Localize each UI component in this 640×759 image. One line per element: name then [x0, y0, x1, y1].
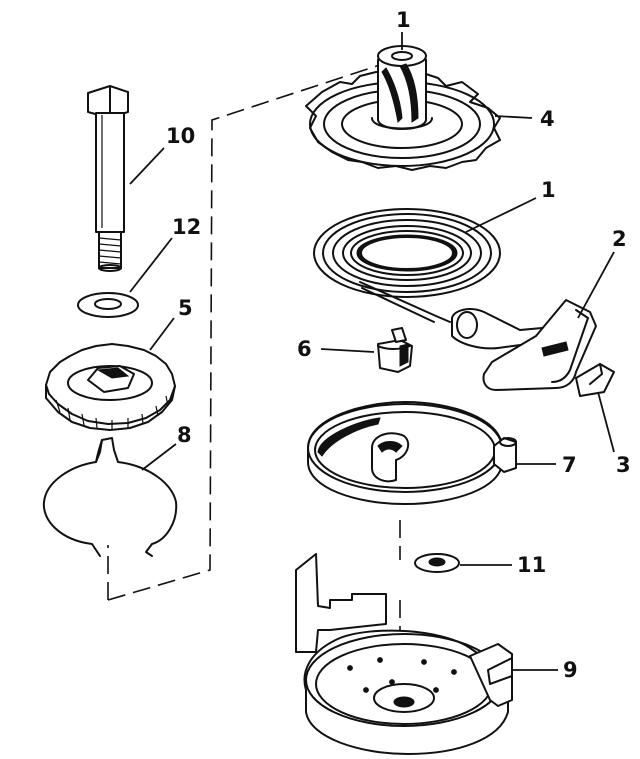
callout-8: 8: [177, 423, 192, 447]
part-2-handle: [451, 299, 597, 391]
part-11-washer: [414, 553, 460, 573]
part-1-spring-coil: [313, 208, 501, 323]
callout-2: 2: [612, 227, 627, 251]
part-10-bolt: [87, 85, 129, 272]
part-7-pulley: [307, 401, 517, 505]
part-8-spring-clip: [42, 437, 178, 557]
part-9-housing: [295, 553, 513, 755]
callout-5: 5: [178, 296, 193, 320]
callout-1-top: 1: [396, 8, 411, 32]
part-5-gear: [45, 343, 176, 431]
callout-9: 9: [563, 658, 578, 682]
callout-1-spring: 1: [541, 178, 556, 202]
part-12-washer: [77, 292, 139, 318]
callout-3: 3: [616, 453, 631, 477]
callout-12: 12: [172, 215, 201, 239]
leader-lines: [129, 32, 615, 671]
callout-7: 7: [562, 453, 577, 477]
part-6-retainer: [377, 327, 413, 373]
callout-4: 4: [540, 107, 555, 131]
part-4-top-cap: [305, 45, 501, 171]
callout-labels: 1 1 2 3 4 5 6 7 8 9 10 11 12: [166, 8, 631, 682]
callout-11: 11: [517, 553, 546, 577]
callout-10: 10: [166, 124, 195, 148]
part-3-insert: [575, 363, 615, 397]
callout-6: 6: [297, 337, 312, 361]
